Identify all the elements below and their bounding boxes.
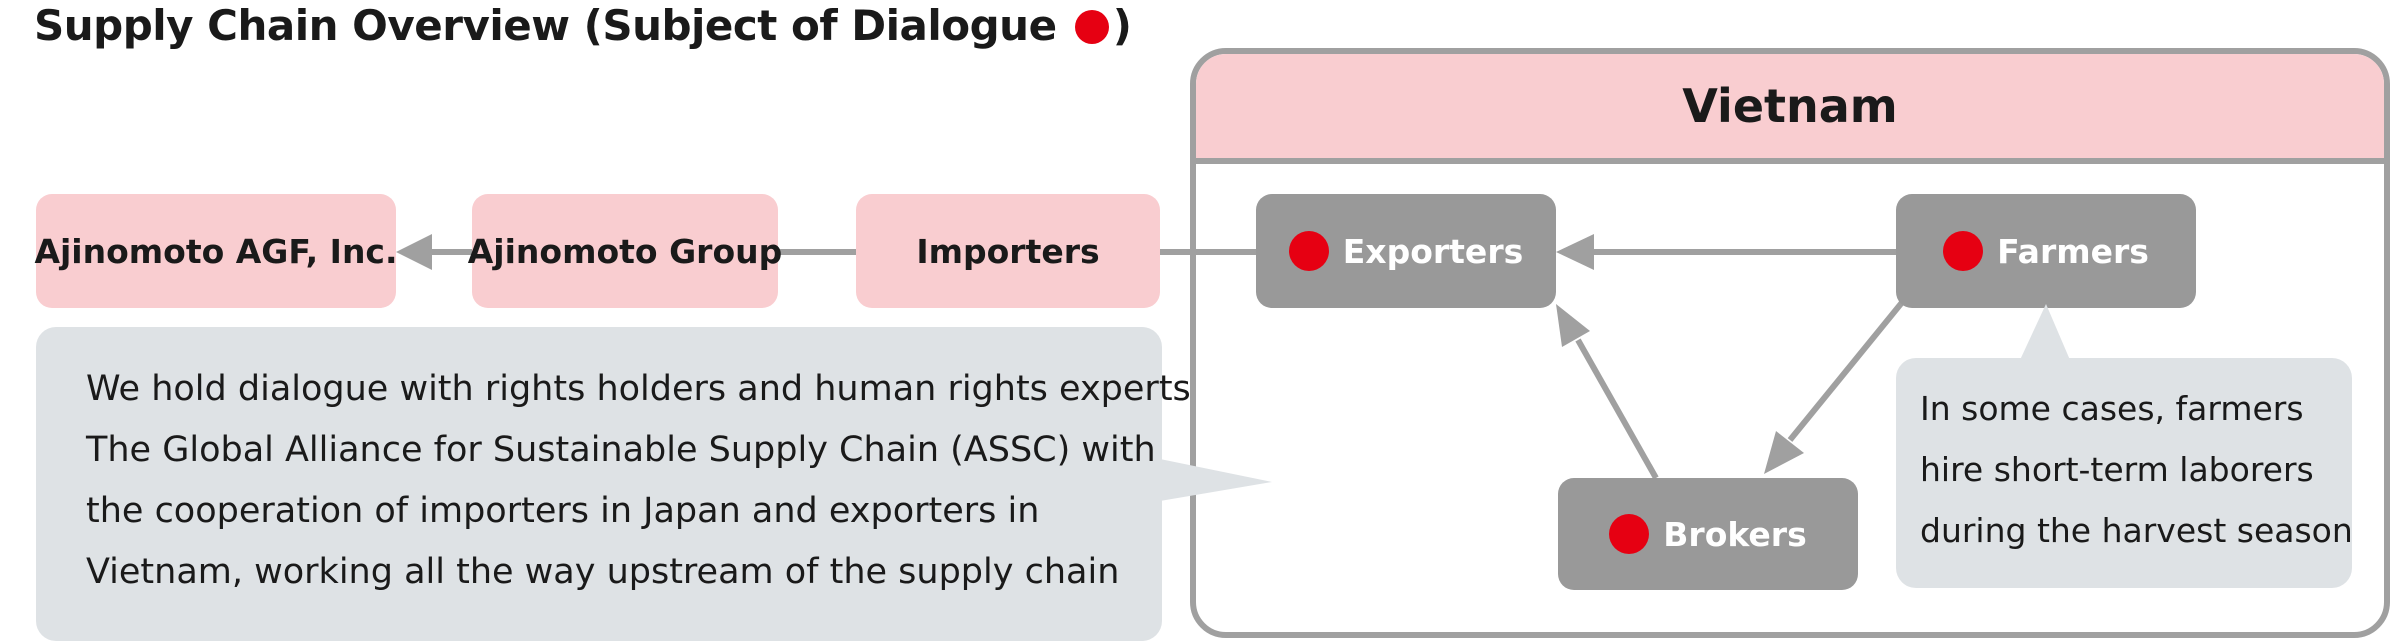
arrow-brokers-to-exporters-line-top <box>1575 338 1659 480</box>
subject-marker-icon <box>1609 514 1650 554</box>
arrow-farmers-to-brokers-line-top <box>1787 298 1907 442</box>
node-importers: Importers <box>856 194 1160 308</box>
dialogue-note-line: Vietnam, working all the way upstream of… <box>86 552 1120 592</box>
arrow-farmers-to-brokers-head-top <box>1764 431 1804 474</box>
node-ajinomoto-agf-label: Ajinomoto AGF, Inc. <box>34 231 398 271</box>
dialogue-note-pointer <box>1160 459 1272 501</box>
arrow-group-to-agf-head <box>396 234 432 270</box>
farmers-note-line: hire short-term laborers <box>1920 450 2314 489</box>
subject-marker-icon <box>1288 231 1329 271</box>
dialogue-note-line: We hold dialogue with rights holders and… <box>86 369 1191 409</box>
farmers-note-pointer <box>2020 304 2070 360</box>
farmers-note-line: during the harvest season <box>1920 511 2353 550</box>
dialogue-note: We hold dialogue with rights holders and… <box>36 327 1191 641</box>
region-label: Vietnam <box>1682 79 1898 133</box>
node-exporters: Exporters <box>1256 194 1556 308</box>
node-farmers-label: Farmers <box>1997 231 2149 271</box>
node-exporters-label: Exporters <box>1342 231 1524 271</box>
node-farmers: Farmers <box>1896 194 2196 308</box>
diagram-title: Supply Chain Overview (Subject of Dialog… <box>34 0 1132 52</box>
node-ajinomoto-group-label: Ajinomoto Group <box>467 231 783 271</box>
dialogue-note-line: the cooperation of importers in Japan an… <box>86 491 1040 531</box>
subject-marker-icon <box>1943 231 1984 271</box>
region-header: Vietnam <box>1196 54 2384 164</box>
node-ajinomoto-agf: Ajinomoto AGF, Inc. <box>34 194 398 308</box>
node-importers-label: Importers <box>916 231 1100 271</box>
arrow-brokers-to-exporters-head-top <box>1556 304 1590 347</box>
node-brokers: Brokers <box>1558 478 1858 590</box>
arrow-farmers-to-exporters-head-top <box>1556 234 1594 270</box>
title-text: Supply Chain Overview (Subject of Dialog… <box>34 1 1071 50</box>
dialogue-note-line: The Global Alliance for Sustainable Supp… <box>86 430 1156 470</box>
node-ajinomoto-group: Ajinomoto Group <box>468 194 782 308</box>
node-brokers-label: Brokers <box>1663 514 1807 554</box>
title-text-close: ) <box>1112 1 1132 50</box>
subject-marker-icon <box>1074 10 1109 44</box>
farmers-note-line: In some cases, farmers <box>1920 389 2304 428</box>
farmers-note: In some cases, farmers hire short-term l… <box>1896 358 2353 588</box>
